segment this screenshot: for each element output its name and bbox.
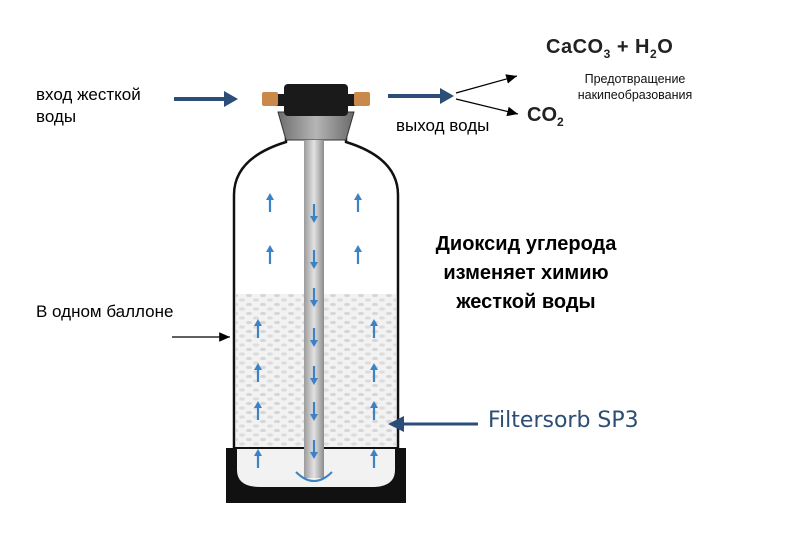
media-pointer-arrow xyxy=(388,416,478,432)
arrow-up-icon xyxy=(266,193,274,212)
formula-sub-2: 2 xyxy=(650,47,658,61)
formula-sub-3: 3 xyxy=(603,47,611,61)
arrow-up-icon xyxy=(254,319,262,338)
arrow-up-icon xyxy=(254,401,262,420)
formula-o: O xyxy=(657,36,674,58)
arrow-up-icon xyxy=(354,193,362,212)
reaction-formula: CaCO3 + H2O xyxy=(546,36,673,61)
formula-caco: CaCO xyxy=(546,36,604,58)
arrow-down-icon xyxy=(310,366,318,385)
bottom-return-arrow xyxy=(295,471,333,482)
arrow-up-icon xyxy=(266,245,274,264)
arrow-up-icon xyxy=(370,449,378,468)
arrow-up-icon xyxy=(254,363,262,382)
arrow-down-icon xyxy=(310,250,318,269)
outlet-arrow xyxy=(388,88,454,104)
arrow-up-icon xyxy=(354,245,362,264)
arrow-down-icon xyxy=(310,402,318,421)
split-arrow-down xyxy=(455,98,519,117)
outlet-label: выход воды xyxy=(396,116,490,135)
arrow-up-icon xyxy=(370,319,378,338)
co2-main: CO xyxy=(527,104,557,126)
valve-head xyxy=(284,84,348,116)
co2-sub: 2 xyxy=(557,115,564,129)
co2-label: CO2 xyxy=(527,104,564,129)
inlet-arrow xyxy=(174,91,238,107)
arrow-up-icon xyxy=(370,401,378,420)
single-cylinder-label: В одном баллоне xyxy=(36,302,174,321)
outlet-fitting xyxy=(354,92,370,106)
formula-plus-h: + H xyxy=(610,36,651,58)
media-name-label: Filtersorb SP3 xyxy=(488,408,639,433)
arrow-down-icon xyxy=(310,204,318,223)
valve-neck xyxy=(277,111,355,141)
inlet-label: вход жесткой воды xyxy=(36,85,141,126)
inlet-fitting xyxy=(262,92,278,106)
scale-prevention-note: Предотвращение накипеобразования xyxy=(577,72,693,102)
arrow-down-icon xyxy=(310,288,318,307)
arrow-down-icon xyxy=(310,328,318,347)
arrow-up-icon xyxy=(254,449,262,468)
riser-tube xyxy=(304,140,324,478)
arrow-down-icon xyxy=(310,440,318,459)
split-arrow-up xyxy=(455,74,518,94)
arrow-up-icon xyxy=(370,363,378,382)
flow-arrows xyxy=(254,193,378,468)
main-statement: Диоксид углерода изменяет химию жесткой … xyxy=(435,233,617,313)
